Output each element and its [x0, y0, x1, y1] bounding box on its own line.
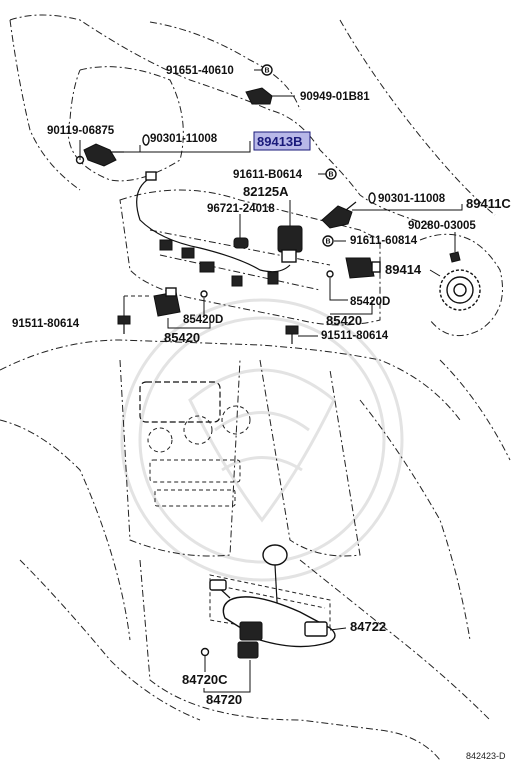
bolt-91511-right	[285, 325, 318, 344]
parking-brake-lever	[209, 579, 336, 659]
sensor-85420d-left	[153, 287, 208, 318]
sensor-89413b	[75, 134, 150, 167]
screw-84720c	[200, 647, 210, 672]
label-90119-06875[interactable]: 90119-06875	[47, 125, 115, 137]
label-90280-03005[interactable]: 90280-03005	[408, 220, 476, 232]
outline-cloud-top	[9, 14, 496, 226]
nut-91611-b0614: B	[318, 168, 337, 180]
label-90301-11008-b[interactable]: 90301-11008	[378, 193, 446, 205]
clip-90949	[245, 87, 295, 105]
gear-89414	[429, 269, 481, 311]
label-91611-60814[interactable]: 91611-60814	[350, 235, 418, 247]
sensor-89411c	[321, 192, 463, 229]
label-84722[interactable]: 84722	[350, 619, 386, 634]
wire-harness	[136, 171, 291, 287]
label-89413B[interactable]: 89413B	[257, 134, 303, 149]
label-84720C[interactable]: 84720C	[182, 672, 228, 687]
svg-text:B: B	[329, 172, 334, 179]
grommet-96721	[233, 214, 249, 249]
leader-84720	[203, 660, 251, 693]
bolt-91511-left	[117, 295, 150, 334]
figure-code: 842423-D	[466, 751, 506, 761]
label-89411C[interactable]: 89411C	[466, 196, 511, 211]
leader-85420-right	[330, 300, 373, 315]
label-85420D-right[interactable]: 85420D	[350, 296, 390, 308]
label-91511-80614-left[interactable]: 91511-80614	[12, 318, 80, 330]
label-82125A[interactable]: 82125A	[243, 184, 289, 199]
label-91611-B0614[interactable]: 91611-B0614	[233, 169, 303, 181]
highlight-box-89413b	[253, 131, 311, 151]
nut-91651: B	[254, 64, 273, 76]
sensor-85420d-right	[326, 257, 381, 301]
label-85420D-left[interactable]: 85420D	[183, 314, 223, 326]
outline-round-right	[419, 233, 503, 337]
washer-90280	[449, 232, 461, 263]
connector-82125a	[277, 200, 303, 263]
leader-84722	[329, 627, 347, 631]
label-90301-11008-a[interactable]: 90301-11008	[150, 133, 218, 145]
nut-91611-60814: B	[322, 235, 346, 247]
console-vents	[139, 381, 331, 641]
label-85420-right[interactable]: 85420	[326, 313, 362, 328]
label-96721-24018[interactable]: 96721-24018	[207, 203, 275, 215]
label-84720[interactable]: 84720	[206, 692, 242, 707]
label-85420-left[interactable]: 85420	[164, 330, 200, 345]
watermark-seal	[120, 298, 404, 582]
label-90949-01B81[interactable]: 90949-01B81	[300, 91, 370, 103]
leader-85420-left	[167, 318, 211, 329]
label-91511-80614-right[interactable]: 91511-80614	[321, 330, 389, 342]
svg-text:B: B	[265, 68, 270, 75]
outline-console	[0, 339, 511, 761]
label-89414[interactable]: 89414	[385, 262, 422, 277]
svg-text:B: B	[326, 239, 331, 246]
leader-89413b	[124, 141, 251, 153]
label-91651-40610[interactable]: 91651-40610	[166, 65, 234, 77]
